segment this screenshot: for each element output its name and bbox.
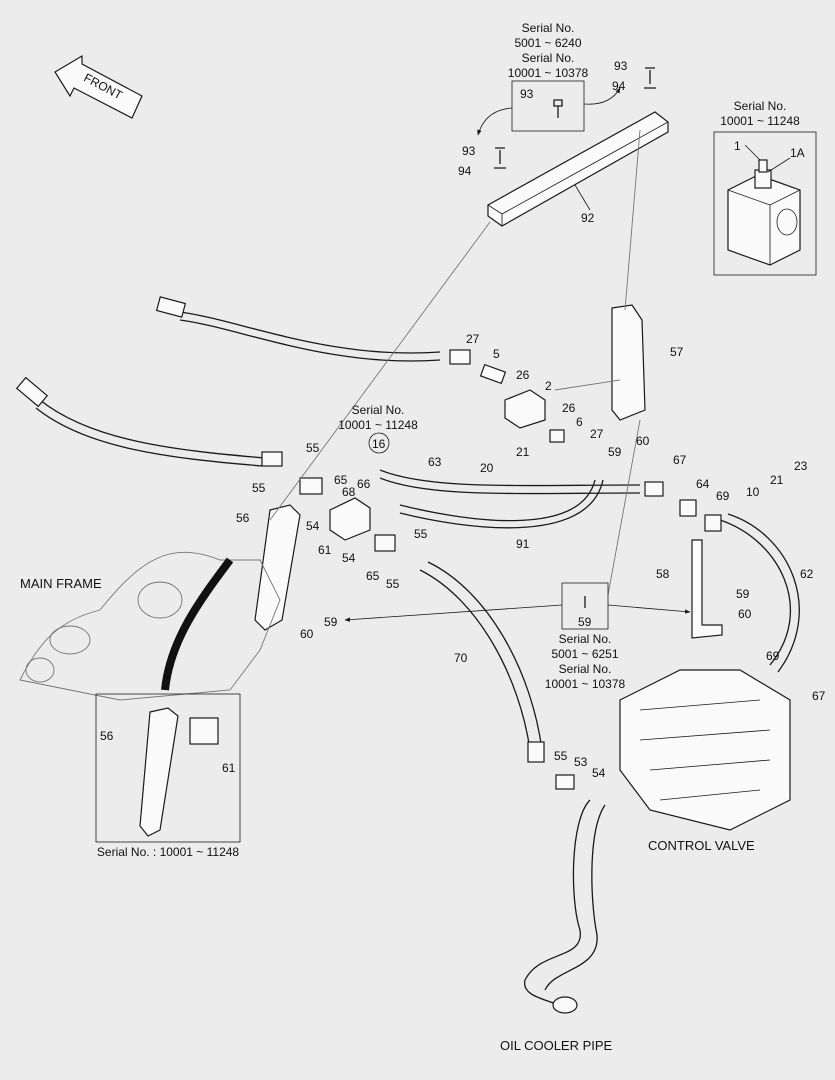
serial-text: Serial No.: [522, 21, 575, 35]
bracket-56: [254, 504, 301, 631]
part-number: 6: [576, 415, 583, 429]
part-number: 54: [306, 519, 320, 533]
part-number: 10: [746, 485, 760, 499]
part-number: 70: [454, 651, 468, 665]
serial-text: 10001 ~ 10378: [508, 66, 589, 80]
part-number: 2: [545, 379, 552, 393]
part-number: 55: [252, 481, 266, 495]
serial-text: 10001 ~ 11248: [338, 418, 418, 432]
hydraulic-hoses: [15, 296, 800, 1014]
front-direction-arrow: FRONT: [54, 54, 143, 119]
part-number: 62: [800, 567, 814, 581]
part-number: 20: [480, 461, 494, 475]
part-number: 61: [222, 761, 236, 775]
valve-inset: Serial No. 10001 ~ 11248: [713, 99, 817, 276]
serial-text: Serial No.: [559, 662, 612, 676]
bolt-icon: [494, 147, 506, 169]
part-number: 55: [554, 749, 568, 763]
part-number: 60: [300, 627, 314, 641]
main-frame-title: MAIN FRAME: [20, 576, 102, 591]
fittings: [299, 349, 722, 790]
part-number: 92: [581, 211, 595, 225]
part-number: 56: [100, 729, 114, 743]
part-number: 94: [458, 164, 472, 178]
part-number: 26: [562, 401, 576, 415]
part-number: 21: [516, 445, 530, 459]
control-valve-title: CONTROL VALVE: [648, 838, 755, 853]
part-number: 27: [466, 332, 480, 346]
part-number: 54: [592, 766, 606, 780]
bracket-inset: Serial No. : 10001 ~ 11248: [95, 693, 241, 859]
bracket-57: [611, 304, 646, 421]
part-number: 68: [342, 485, 356, 499]
part-number: 61: [318, 543, 332, 557]
part-number: 1A: [790, 146, 805, 160]
serial-text: Serial No.: [559, 632, 612, 646]
part-number: 67: [673, 453, 687, 467]
lower-serial-callout: Serial No. 5001 ~ 6251 Serial No. 10001 …: [344, 582, 691, 691]
part-number: 27: [590, 427, 604, 441]
part-number: 26: [516, 368, 530, 382]
control-valve-drawing: [619, 669, 791, 831]
part-number: 58: [656, 567, 670, 581]
part-number: 69: [716, 489, 730, 503]
top-serial-callout: Serial No. 5001 ~ 6240 Serial No. 10001 …: [477, 21, 621, 136]
bracket-58: [691, 539, 723, 639]
part-number: 21: [770, 473, 784, 487]
part-number: 59: [324, 615, 338, 629]
serial-text: 5001 ~ 6251: [551, 647, 618, 661]
part-number: 55: [414, 527, 428, 541]
part-number: 94: [612, 79, 626, 93]
part-number: 60: [636, 434, 650, 448]
part-number: 55: [386, 577, 400, 591]
bracket-92: [487, 111, 669, 227]
part-number: 56: [236, 511, 250, 525]
serial-text: Serial No.: [352, 403, 405, 417]
part-number-labels: 93 94 93 93 94 92 1 1A 27 5 26 2 57 26 6…: [100, 59, 826, 780]
part-number: 65: [366, 569, 380, 583]
part-number: 53: [574, 755, 588, 769]
part-number: 67: [812, 689, 826, 703]
part-number: 54: [342, 551, 356, 565]
part-number: 59: [608, 445, 622, 459]
main-frame-sketch: [19, 551, 281, 701]
part-number: 65: [334, 473, 348, 487]
part-number: 57: [670, 345, 684, 359]
part-number: 5: [493, 347, 500, 361]
inset-frame: [713, 131, 817, 276]
bolt-icon: [644, 67, 656, 89]
part-number: 23: [794, 459, 808, 473]
part-number: 59: [736, 587, 750, 601]
serial-text: Serial No.: [522, 51, 575, 65]
part-number: 93: [462, 144, 476, 158]
part-number: 69: [766, 649, 780, 663]
part-number: 66: [357, 477, 371, 491]
serial-text: Serial No.: [734, 99, 787, 113]
part-number: 93: [614, 59, 628, 73]
part-number: 1: [734, 139, 741, 153]
part-number: 59: [578, 615, 592, 629]
serial-text: Serial No. : 10001 ~ 11248: [97, 845, 240, 859]
serial-text: 5001 ~ 6240: [514, 36, 581, 50]
serial-text: 10001 ~ 10378: [545, 677, 626, 691]
inset-frame: [95, 693, 241, 843]
part-number: 16: [372, 437, 386, 451]
serial-text: 10001 ~ 11248: [720, 114, 800, 128]
part-number: 93: [520, 87, 534, 101]
part-number: 63: [428, 455, 442, 469]
oil-cooler-pipe-title: OIL COOLER PIPE: [500, 1038, 613, 1053]
bolt-icon: [553, 99, 563, 118]
part-number: 60: [738, 607, 752, 621]
part-number: 55: [306, 441, 320, 455]
callout-circle: [368, 432, 390, 454]
serial-box: [561, 582, 609, 630]
serial-box: [511, 80, 585, 132]
part-number: 64: [696, 477, 710, 491]
part-number: 91: [516, 537, 530, 551]
